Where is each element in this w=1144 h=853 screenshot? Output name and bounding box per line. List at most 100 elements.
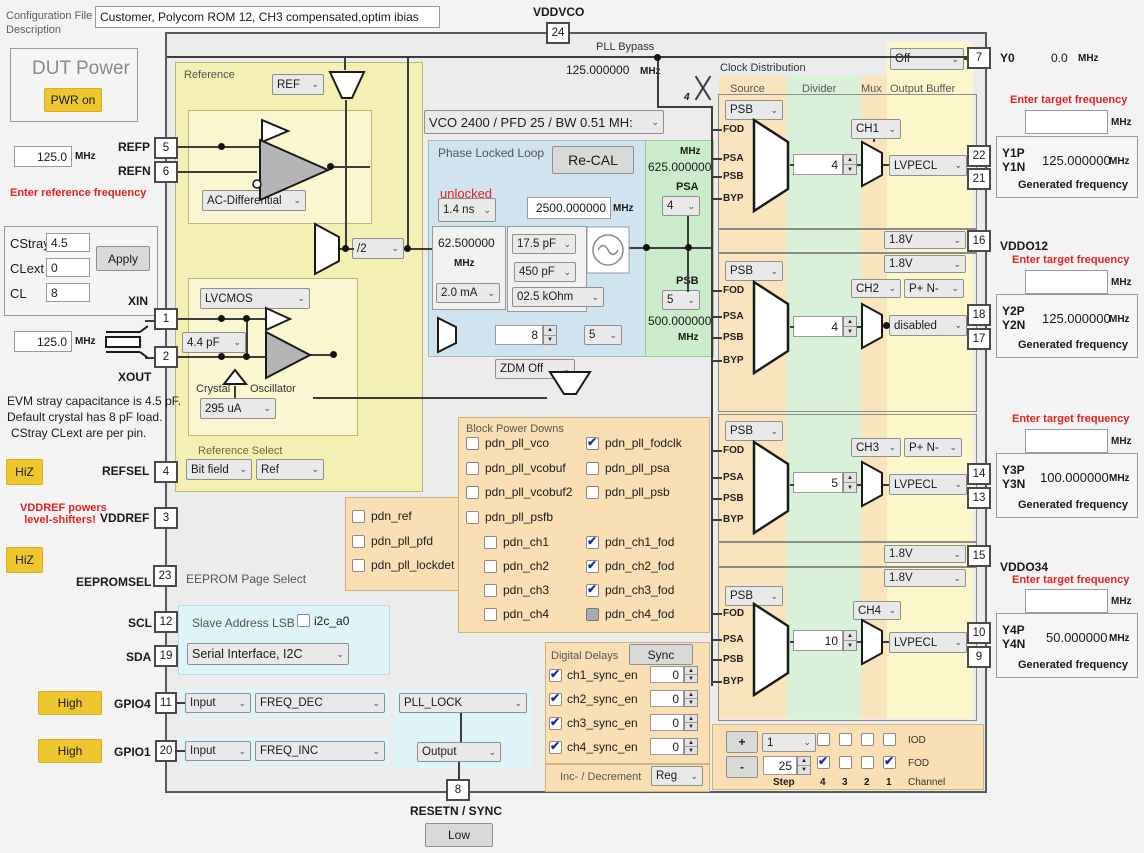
spinner-down-icon[interactable]: ▼ [688,675,694,682]
ch3-sync-en-checkbox[interactable] [549,715,562,730]
filter-c1-select[interactable]: 17.5 pF⌄ [512,234,576,254]
ref-mux-select[interactable]: REF⌄ [272,74,324,95]
pwr-on-button[interactable]: PWR on [44,88,102,112]
ch1-delay-spinner[interactable]: ▲▼ [684,666,698,683]
eepromsel-hiz-button[interactable]: HiZ [6,547,43,573]
resetn-low-button[interactable]: Low [425,823,493,847]
ch2-delay-input[interactable]: 0 [650,690,684,707]
sync-button[interactable]: Sync [629,644,693,665]
ch4-sync-en-checkbox[interactable] [549,739,562,754]
pdn-ch1-fod-checkbox[interactable] [586,534,599,549]
ch2-buffer-select[interactable]: disabled⌄ [889,315,967,336]
spinner-down-icon[interactable]: ▼ [801,767,807,773]
ch3-delay-spinner[interactable]: ▲▼ [684,714,698,731]
spinner-up-icon[interactable]: ▲ [685,691,697,699]
ch4-delay-input[interactable]: 0 [650,738,684,755]
refsel-mode-select[interactable]: Bit field⌄ [186,459,252,480]
pdn-pll-fodclk-checkbox[interactable] [586,435,599,450]
config-description-input[interactable]: Customer, Polycom ROM 12, CH3 compensate… [95,6,440,28]
fod-ch1-checkbox[interactable] [883,754,896,769]
refsel-source-select[interactable]: Ref⌄ [256,459,324,480]
spinner-up-icon[interactable]: ▲ [844,317,856,327]
y2-target-input[interactable] [1025,270,1108,294]
ref-divider-select[interactable]: /2⌄ [352,238,404,259]
clext-input[interactable]: 0 [46,258,90,277]
vco-frequency-input[interactable]: 2500.000000 [527,197,611,219]
gpio1-function-select[interactable]: FREQ_INC⌄ [255,741,385,761]
pdn-ch3-checkbox[interactable] [484,584,497,597]
ch2-polarity-select[interactable]: P+ N-⌄ [904,279,964,298]
ch1-sync-en-checkbox[interactable] [549,667,562,682]
vco-profile-select[interactable]: VCO 2400 / PFD 25 / BW 0.51 MH:⌄ [424,110,664,134]
spinner-up-icon[interactable]: ▲ [544,326,556,336]
iod-ch4-checkbox[interactable] [817,733,830,746]
cstray-input[interactable]: 4.5 [46,233,90,252]
y0-buffer-select[interactable]: Off⌄ [890,48,964,70]
pdn-ch2-fod-checkbox[interactable] [586,558,599,573]
ch3-buffer-select[interactable]: LVPECL⌄ [889,474,967,495]
pdn-pll-psb-checkbox[interactable] [586,486,599,499]
ch4-mux-select[interactable]: CH4⌄ [853,601,901,620]
pdn-pll-lockdet-checkbox[interactable] [352,559,365,572]
y3-target-input[interactable] [1025,429,1108,453]
ch3-polarity-select[interactable]: P+ N-⌄ [904,438,962,457]
i2c-a0-checkbox[interactable] [297,614,310,627]
incdec-target-select[interactable]: Reg⌄ [651,766,703,786]
pdn-ch4-fod-checkbox[interactable] [586,608,599,621]
vddo34-voltage-select[interactable]: 1.8V⌄ [884,545,966,563]
filter-c2-select[interactable]: 450 pF⌄ [514,262,576,282]
fod-ch4-checkbox[interactable] [817,754,830,769]
serial-interface-select[interactable]: Serial Interface, I2C⌄ [187,643,349,665]
ch1-delay-input[interactable]: 0 [650,666,684,683]
step-size-input[interactable]: 25 [763,756,797,775]
spinner-down-icon[interactable]: ▼ [547,336,553,343]
y4-target-input[interactable] [1025,589,1108,613]
ch3-divider-spinner[interactable]: ▲▼ [843,472,857,493]
pdn-pll-pfd-checkbox[interactable] [352,535,365,548]
gpio1-output-select[interactable]: Output⌄ [417,742,501,762]
pdn-pll-vcobuf-checkbox[interactable] [466,462,479,475]
vddo12-voltage-select[interactable]: 1.8V⌄ [884,231,966,249]
ch2-divider-spinner[interactable]: ▲▼ [843,316,857,337]
spinner-up-icon[interactable]: ▲ [685,667,697,675]
spinner-up-icon[interactable]: ▲ [798,757,810,766]
spinner-down-icon[interactable]: ▼ [688,699,694,706]
feedback-divider-spinner[interactable]: ▲▼ [543,325,557,345]
load-cap-select[interactable]: 4.4 pF⌄ [182,332,246,353]
xtal-mode-select[interactable]: LVCMOS⌄ [200,288,310,309]
spinner-up-icon[interactable]: ▲ [844,631,856,641]
ch1-divider-input[interactable]: 4 [793,154,843,175]
spinner-down-icon[interactable]: ▼ [688,723,694,730]
step-size-spinner[interactable]: ▲▼ [797,756,811,775]
ref-input-mode-select[interactable]: AC-Differential⌄ [202,190,306,211]
psa-divider-select[interactable]: 4⌄ [662,196,700,216]
pdn-ch1-checkbox[interactable] [484,536,497,549]
reference-frequency-input[interactable]: 125.0 [14,146,72,167]
pdn-ch4-checkbox[interactable] [484,608,497,621]
gpio4-function-select[interactable]: FREQ_DEC⌄ [255,693,385,713]
charge-pump-select[interactable]: 2.0 mA⌄ [436,283,500,303]
ch4-buffer-select[interactable]: LVPECL⌄ [889,632,967,653]
pdn-ch3-fod-checkbox[interactable] [586,582,599,597]
psb-divider-select[interactable]: 5⌄ [662,290,700,310]
ch3-delay-input[interactable]: 0 [650,714,684,731]
ch3-mux-select[interactable]: CH3⌄ [851,438,901,457]
pdn-pll-vco-checkbox[interactable] [466,437,479,450]
filter-r-select[interactable]: 02.5 kOhm⌄ [512,287,604,307]
cl-input[interactable]: 8 [46,283,90,302]
feedback-div2-select[interactable]: 5⌄ [584,325,622,345]
gpio1-direction-select[interactable]: Input⌄ [185,741,251,761]
gpio4-state-button[interactable]: High [38,691,102,715]
ch1-divider-spinner[interactable]: ▲▼ [843,154,857,175]
spinner-up-icon[interactable]: ▲ [685,739,697,747]
decrement-button[interactable]: - [726,756,758,778]
iod-ch1-checkbox[interactable] [883,733,896,746]
spinner-up-icon[interactable]: ▲ [844,473,856,483]
recal-button[interactable]: Re-CAL [552,146,634,174]
pdn-pll-vcobuf2-checkbox[interactable] [466,486,479,499]
increment-button[interactable]: + [726,731,758,753]
spinner-down-icon[interactable]: ▼ [688,747,694,754]
crystal-frequency-input[interactable]: 125.0 [14,331,72,352]
refsel-hiz-button[interactable]: HiZ [6,459,43,485]
fod-ch2-checkbox[interactable] [861,756,874,769]
